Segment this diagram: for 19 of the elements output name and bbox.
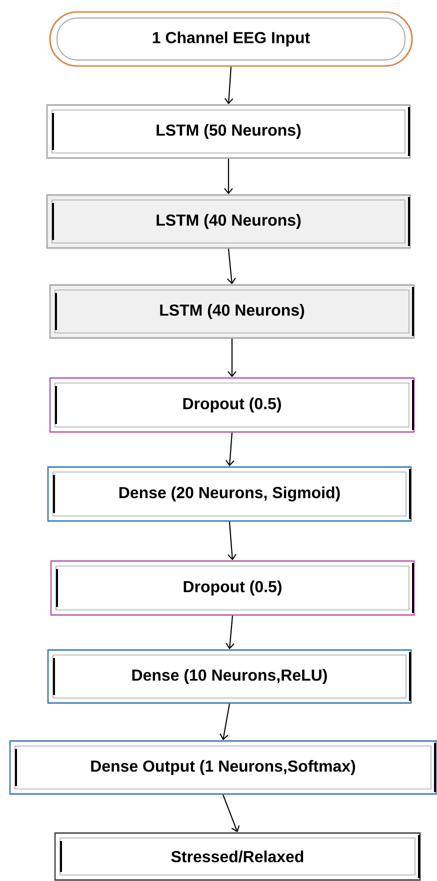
layer-box: Dense (10 Neurons,ReLU) [47, 649, 412, 704]
layer-box: Dense (20 Neurons, Sigmoid) [47, 466, 412, 522]
arrow [224, 158, 233, 194]
arrow [227, 248, 236, 284]
arrow [228, 522, 236, 560]
layer-box: LSTM (50 Neurons) [46, 104, 411, 159]
arrow [226, 616, 234, 650]
layer-box: Dropout (0.5) [49, 377, 415, 433]
arrow [222, 794, 240, 832]
layer-box: Dropout (0.5) [50, 560, 415, 616]
arrow [226, 432, 234, 466]
arrow [224, 66, 234, 104]
layer-box: LSTM (40 Neurons) [46, 194, 411, 249]
input-terminal: 1 Channel EEG Input [49, 11, 413, 67]
arrow [220, 704, 230, 740]
layer-box: LSTM (40 Neurons) [49, 284, 415, 339]
arrow [228, 338, 236, 378]
layer-box: Dense Output (1 Neurons,Softmax) [9, 740, 437, 795]
layer-box: Stressed/Relaxed [54, 832, 421, 881]
